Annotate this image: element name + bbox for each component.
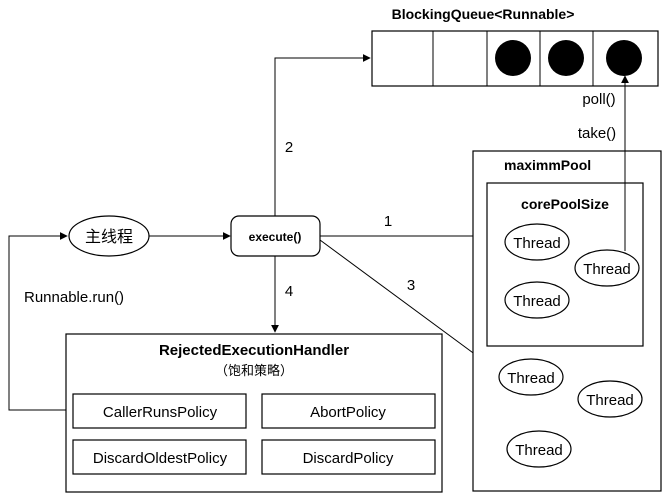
thread-label: Thread <box>583 261 631 278</box>
step2-label: 2 <box>285 139 293 156</box>
core-pool-title: corePoolSize <box>521 196 609 212</box>
execute-label: execute() <box>249 230 302 244</box>
rejected-handler-title: RejectedExecutionHandler <box>159 342 349 359</box>
queue-task-dot <box>495 40 531 76</box>
policy-box <box>261 393 436 429</box>
caller-runs-return-arrow <box>8 232 73 411</box>
poll-label: poll() <box>582 91 615 108</box>
policy-box <box>72 439 247 475</box>
core-thread-node <box>504 223 570 261</box>
queue-task-dot <box>606 40 642 76</box>
main-thread-label: 主线程 <box>85 228 133 246</box>
take-label: take() <box>578 125 616 142</box>
thread-label: Thread <box>586 392 634 409</box>
core-thread-node <box>574 249 640 287</box>
rejected-handler-subtitle: （饱和策略） <box>215 363 293 378</box>
core-thread-node <box>504 281 570 319</box>
queue-task-dot <box>548 40 584 76</box>
step3-label: 3 <box>407 277 415 294</box>
thread-label: Thread <box>513 293 561 310</box>
queue <box>371 30 659 87</box>
max-thread-node <box>498 358 564 396</box>
step3-arrow <box>319 239 500 373</box>
thread-label: Thread <box>513 235 561 252</box>
max-thread-node <box>506 430 572 468</box>
step2-arrow <box>274 54 371 216</box>
run-label: Runnable.run() <box>24 289 124 306</box>
policy-discard-oldest: DiscardOldestPolicy <box>93 450 228 467</box>
policy-abort: AbortPolicy <box>310 404 386 421</box>
max-pool-title: maximmPool <box>504 157 591 173</box>
thread-label: Thread <box>507 370 555 387</box>
queue-title: BlockingQueue<Runnable> <box>392 6 575 22</box>
policy-caller-runs: CallerRunsPolicy <box>103 404 218 421</box>
policy-box <box>261 439 436 475</box>
max-thread-node <box>577 380 643 418</box>
policy-discard: DiscardPolicy <box>303 450 394 467</box>
policy-box <box>72 393 247 429</box>
step1-label: 1 <box>384 213 392 230</box>
step4-label: 4 <box>285 283 293 300</box>
thread-label: Thread <box>515 442 563 459</box>
